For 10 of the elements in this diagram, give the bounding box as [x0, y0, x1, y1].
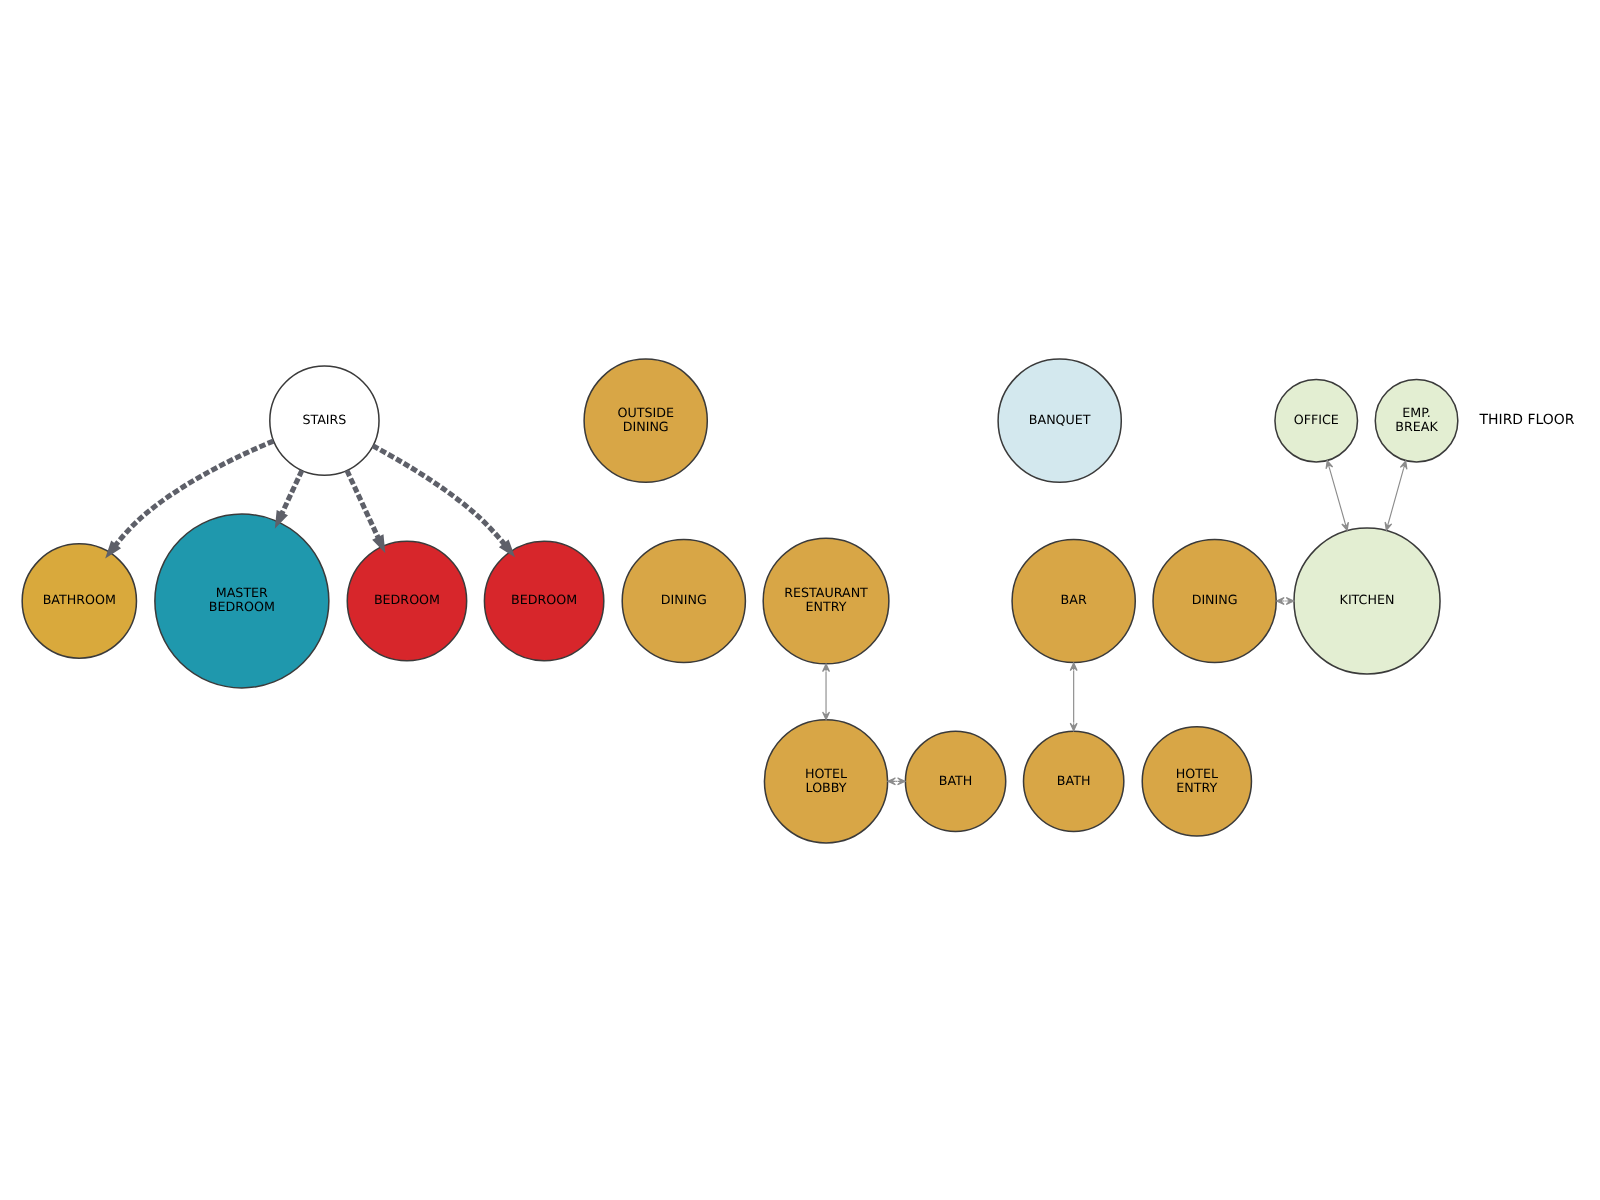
arrow: [822, 662, 831, 720]
arrow: [887, 776, 906, 785]
arrow: [1069, 661, 1078, 731]
arrow: [1384, 459, 1408, 530]
arrow: [344, 468, 386, 553]
arrow: [274, 468, 305, 528]
arrow: [371, 442, 516, 557]
arrow: [105, 437, 275, 558]
arrow: [1325, 458, 1349, 530]
arrow: [1275, 596, 1295, 604]
